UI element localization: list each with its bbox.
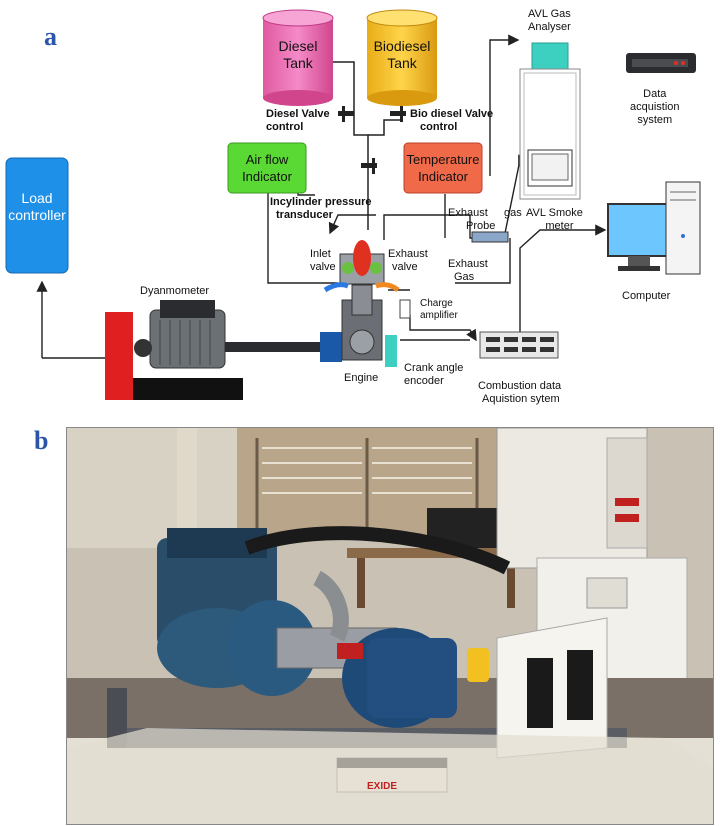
dynamometer-label: Dyanmometer [140, 285, 210, 297]
engine-schematic [320, 240, 411, 367]
photo-illustration [67, 428, 713, 824]
engine-test-rig-photo: EXIDE [66, 427, 714, 825]
data-acquisition-device [626, 53, 696, 73]
diesel-tank [262, 9, 334, 106]
engine-label: Engine [344, 372, 379, 384]
combustion-das-unit [479, 331, 559, 359]
schematic-diagram [5, 9, 701, 400]
panel-b-label: b [34, 426, 49, 455]
temperature-indicator-box [403, 142, 483, 194]
panel-a-label: a [44, 22, 57, 51]
load-controller-box [5, 157, 69, 274]
dynamometer [105, 300, 325, 400]
avl-smoke-meter [527, 149, 573, 187]
air-flow-indicator-box [227, 142, 307, 194]
exhaust-gas-top-label: gas [504, 207, 522, 219]
battery-brand-label: EXIDE [367, 781, 398, 792]
signal-lines [36, 34, 607, 359]
computer-label: Computer [622, 290, 671, 302]
biodiesel-tank [366, 9, 438, 106]
valve-symbols [338, 106, 406, 174]
computer-unit [607, 181, 701, 275]
exhaust-probe [471, 231, 509, 243]
